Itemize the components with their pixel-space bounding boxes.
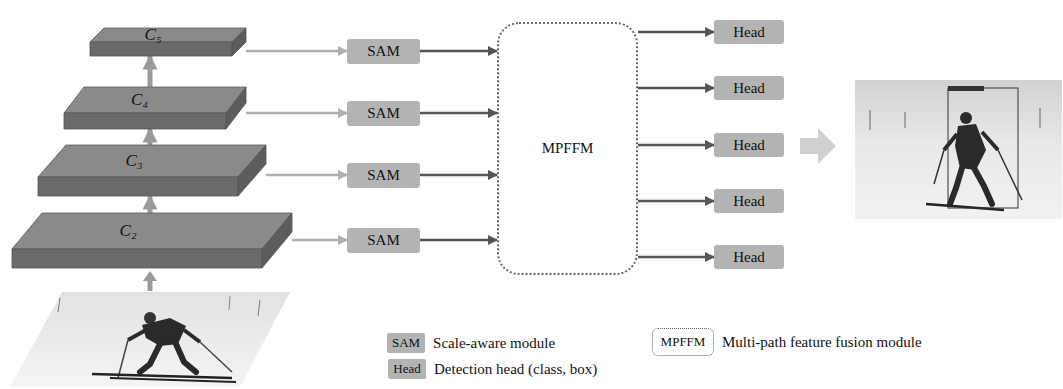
- detection-box: [948, 88, 1018, 208]
- legend-sample-label: Head: [393, 361, 420, 377]
- connector-arrow: [638, 256, 714, 259]
- scale-aware-box: SAM: [347, 228, 420, 253]
- connector-arrow: [638, 87, 714, 90]
- scale-aware-box: SAM: [347, 39, 420, 64]
- feature-map-slab: C₅: [90, 28, 246, 56]
- connector-arrow: [246, 112, 347, 115]
- scale-aware-box: SAM: [347, 101, 420, 126]
- slab-outline: [12, 213, 292, 268]
- connector-arrow: [420, 112, 497, 115]
- node-label: MPFFM: [542, 140, 594, 157]
- slab-top: [38, 145, 266, 177]
- detection-head-box: Head: [714, 189, 784, 213]
- slab-front: [38, 177, 238, 196]
- connector-arrow: [292, 239, 347, 242]
- node-label: SAM: [367, 232, 400, 249]
- slab-outline: [90, 28, 246, 56]
- slab-outline: [64, 87, 246, 129]
- node-label: Head: [733, 193, 765, 210]
- output-arrow: [800, 128, 836, 164]
- legend-sample-label: SAM: [392, 335, 420, 351]
- slab-side: [226, 87, 246, 129]
- connector-arrow: [246, 50, 347, 53]
- detection-head-box: Head: [714, 245, 784, 269]
- node-label: SAM: [367, 167, 400, 184]
- connector-arrow: [638, 144, 714, 147]
- detection-tag: [948, 86, 984, 91]
- legend-swatch: Head: [388, 359, 426, 379]
- detection-head-box: Head: [714, 133, 784, 157]
- slab-front: [12, 249, 262, 268]
- node-label: Head: [733, 80, 765, 97]
- output-image: [855, 80, 1062, 219]
- slab-side: [232, 28, 246, 56]
- input-arrow: [143, 271, 157, 291]
- legend-text: Scale-aware module: [433, 335, 555, 352]
- node-label: C₅: [144, 25, 161, 45]
- connector-arrow: [638, 31, 714, 34]
- output-photo: [855, 80, 1062, 219]
- feature-map-slab: C₄: [64, 87, 246, 129]
- connector-arrow: [420, 239, 497, 242]
- connector-arrow: [148, 129, 153, 145]
- connector-arrow: [420, 50, 497, 53]
- connector-arrow: [420, 174, 497, 177]
- legend-sample-label: MPFFM: [661, 334, 706, 350]
- legend-swatch: SAM: [387, 333, 425, 353]
- connector-arrow: [148, 196, 153, 213]
- connector-arrow: [266, 174, 347, 177]
- node-label: C₂: [119, 221, 136, 241]
- legend-text: Multi-path feature fusion module: [722, 334, 922, 351]
- detection-head-box: Head: [714, 76, 784, 100]
- connector-arrow: [638, 200, 714, 203]
- node-label: Head: [733, 24, 765, 41]
- slab-front: [64, 113, 226, 129]
- slab-side: [262, 213, 292, 268]
- input-photo: [10, 292, 290, 387]
- slab-top: [64, 87, 246, 113]
- feature-map-slab: C₃: [38, 145, 266, 196]
- node-label: C₄: [131, 90, 148, 110]
- legend-sample: MPFFM: [652, 328, 714, 356]
- legend-text: Detection head (class, box): [434, 361, 597, 378]
- slab-side: [238, 145, 266, 196]
- detection-head-box: Head: [714, 20, 784, 44]
- slab-front: [90, 42, 232, 56]
- scale-aware-box: SAM: [347, 163, 420, 188]
- connector-arrow: [148, 56, 153, 87]
- slab-top: [90, 28, 246, 42]
- input-skier: [58, 296, 260, 382]
- feature-map-slab: C₂: [12, 213, 292, 268]
- input-image: [10, 292, 290, 387]
- node-label: Head: [733, 137, 765, 154]
- slab-outline: [38, 145, 266, 196]
- node-label: SAM: [367, 43, 400, 60]
- slab-top: [12, 213, 292, 249]
- node-label: SAM: [367, 105, 400, 122]
- node-label: Head: [733, 249, 765, 266]
- fusion-module-box: MPFFM: [497, 22, 638, 275]
- node-label: C₃: [125, 151, 142, 171]
